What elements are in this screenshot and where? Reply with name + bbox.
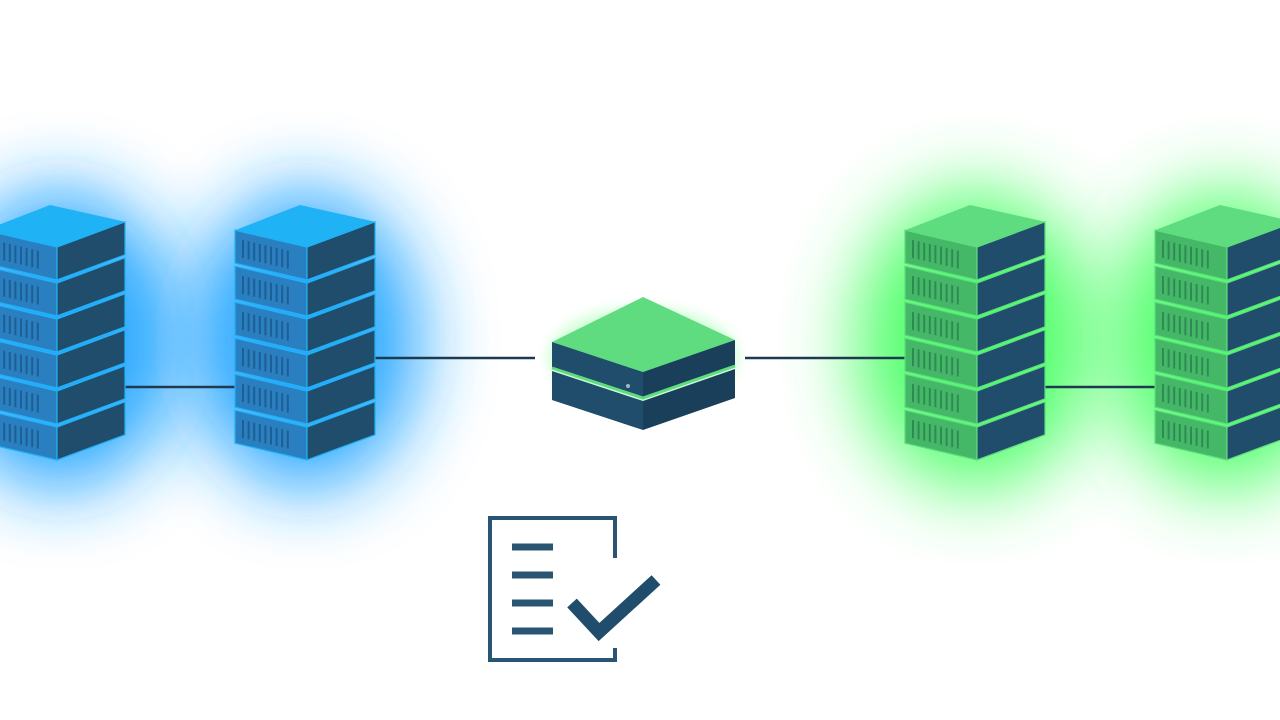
rack-unit — [0, 292, 126, 353]
rack-unit — [904, 292, 1046, 353]
rack-unit — [0, 220, 126, 281]
rack-unit — [1154, 262, 1280, 317]
rack-unit — [904, 364, 1046, 425]
rack-unit — [1154, 406, 1280, 461]
rack-top — [0, 205, 125, 247]
rack-unit — [0, 256, 126, 317]
rack-unit — [0, 328, 126, 389]
rack-unit — [234, 220, 376, 281]
rack-unit — [0, 364, 126, 425]
rack-unit — [234, 364, 376, 425]
rack-unit — [904, 328, 1046, 389]
switch-top — [552, 297, 735, 372]
rack-top — [235, 205, 375, 247]
server-rack-blue-2 — [234, 205, 376, 461]
rack-unit — [1154, 334, 1280, 389]
rack-unit — [234, 400, 376, 461]
rack-unit — [1154, 370, 1280, 425]
rack-unit — [0, 400, 126, 461]
rack-unit — [234, 328, 376, 389]
network-switch-icon — [548, 297, 738, 430]
checklist-icon — [488, 516, 661, 662]
rack-top — [1155, 205, 1280, 247]
check-icon — [567, 575, 661, 642]
rack-unit — [234, 256, 376, 317]
rack-unit — [234, 292, 376, 353]
rack-unit — [904, 400, 1046, 461]
rack-unit — [904, 220, 1046, 281]
rack-unit — [904, 256, 1046, 317]
rack-unit — [1154, 226, 1280, 281]
rack-top — [905, 205, 1045, 247]
server-rack-green-2 — [1154, 205, 1280, 461]
rack-unit — [1154, 298, 1280, 353]
server-rack-green-1 — [904, 205, 1046, 461]
server-rack-blue-1 — [0, 205, 126, 461]
connection-lines — [125, 356, 1155, 389]
